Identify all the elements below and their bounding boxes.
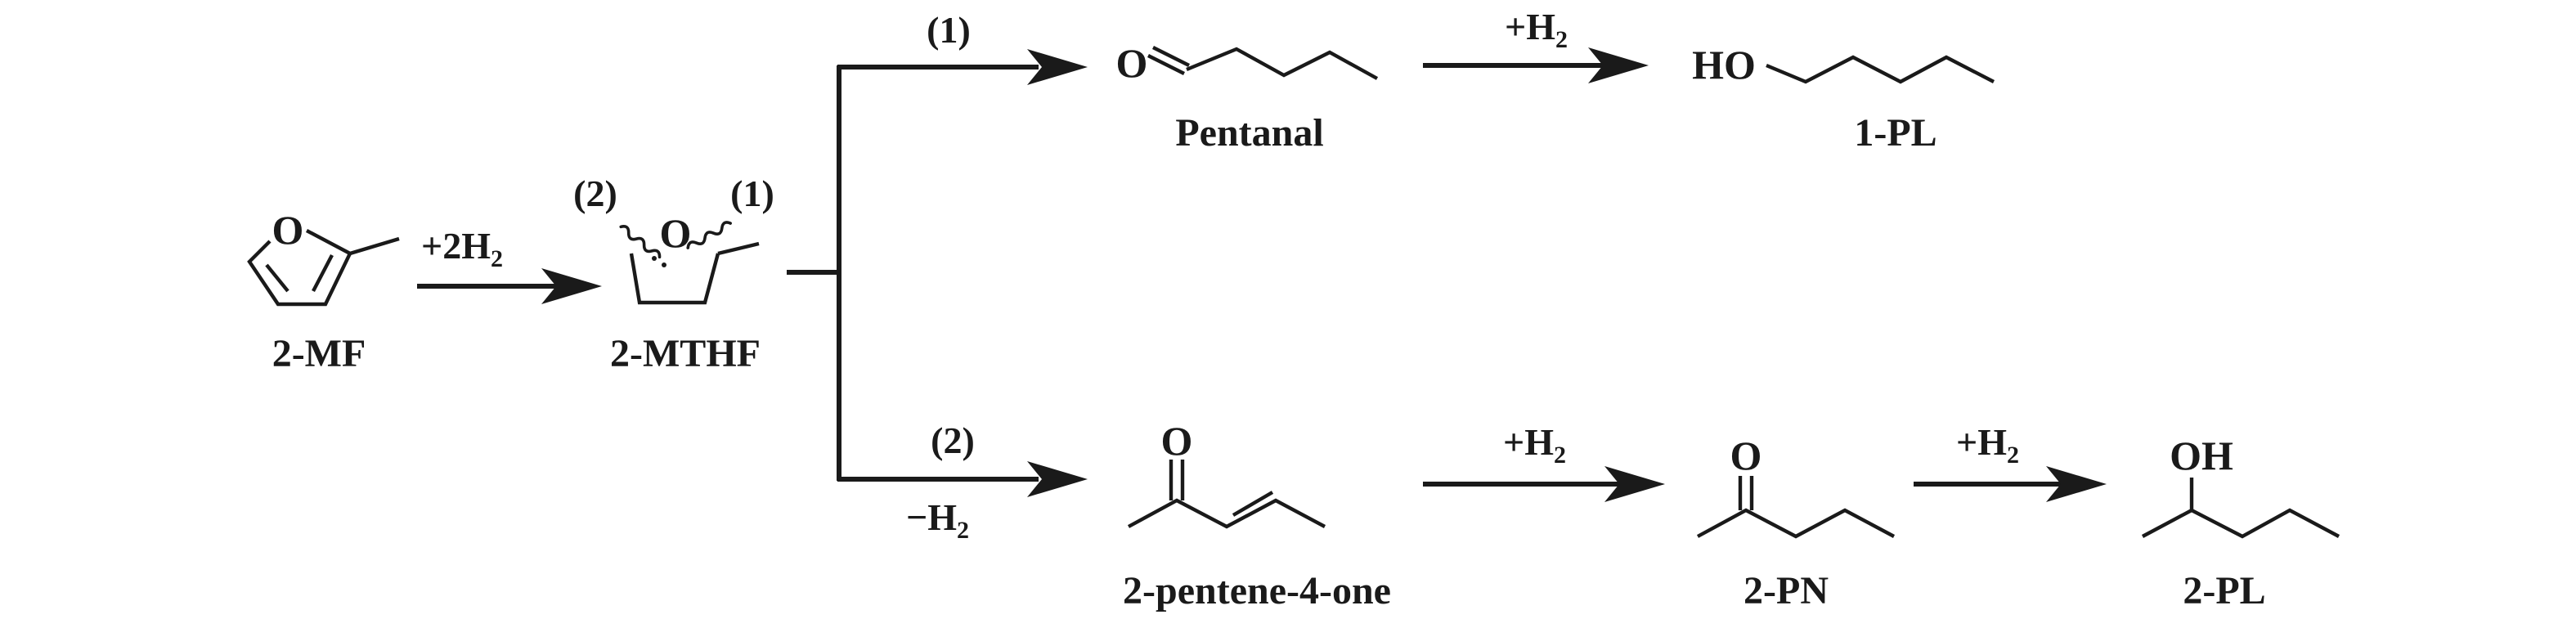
compound-label-2-mthf: 2-MTHF [610, 332, 761, 375]
molecule-2-mthf: O (2) (1) 2-MTHF [573, 173, 774, 375]
thf-methyl-bond [717, 241, 760, 256]
bond-cleavage-mark-1 [686, 221, 732, 249]
reagent-plus-2h2: +2H2 [421, 225, 503, 272]
pentenone-carbonyl-double-bond [1169, 460, 1185, 500]
cleavage-site-label-2: (2) [573, 173, 617, 214]
pentanal-chain [1186, 47, 1379, 80]
arrow-mf-to-mthf [417, 268, 602, 304]
2-pn-carbonyl-double-bond [1738, 476, 1754, 510]
molecule-pentanal: O Pentanal [1116, 40, 1379, 155]
1-pl-chain [1766, 55, 1995, 84]
compound-label-1-pl: 1-PL [1854, 111, 1936, 155]
2-pn-oxygen-label: O [1730, 433, 1762, 478]
2-pl-chain [2141, 508, 2340, 539]
thf-ring-bonds [629, 253, 720, 305]
pathway-label-2: (2) [931, 419, 975, 461]
pentenone-cc-double-bond [1232, 491, 1274, 517]
pentenone-oxygen-label: O [1161, 418, 1193, 464]
furan-inner-double-bonds [265, 253, 334, 293]
compound-label-2-pl: 2-PL [2183, 569, 2265, 612]
furan-ring-bonds [247, 229, 352, 307]
arrow-2pn-to-2pl [1914, 466, 2107, 502]
molecule-2-mf: O 2-MF [247, 207, 400, 375]
pentenone-chain [1127, 498, 1326, 529]
compound-label-2-pentene-4-one: 2-pentene-4-one [1123, 569, 1391, 612]
methyl-bond [349, 236, 400, 256]
molecule-2-pentene-4-one: O 2-pentene-4-one [1123, 418, 1391, 612]
cleavage-site-label-1: (1) [730, 173, 774, 214]
reagent-plus-h2-bottom-2: +H2 [1956, 421, 2019, 469]
thf-oxygen-label: O [660, 210, 692, 256]
reagent-plus-h2-top: +H2 [1505, 6, 1568, 53]
pentanal-oxygen-label: O [1116, 40, 1148, 86]
2-pn-chain [1696, 508, 1896, 539]
compound-label-2-mf: 2-MF [272, 332, 366, 375]
reagent-minus-h2: −H2 [906, 496, 969, 544]
1-pl-hydroxyl-label: HO [1692, 42, 1756, 87]
compound-label-pentanal: Pentanal [1175, 111, 1323, 155]
branch-connector [787, 49, 1088, 497]
pentanal-double-bond-co [1147, 46, 1190, 75]
reagent-plus-h2-bottom-1: +H2 [1503, 421, 1566, 469]
bond-cleavage-mark-2 [619, 225, 662, 259]
compound-label-2-pn: 2-PN [1744, 569, 1829, 612]
molecule-2-pn: O 2-PN [1696, 433, 1896, 612]
arrow-pentenone-to-2pn [1423, 466, 1665, 502]
pathway-label-1: (1) [927, 9, 971, 51]
molecule-2-pl: OH 2-PL [2141, 433, 2340, 612]
molecule-1-pl: HO 1-PL [1692, 42, 1995, 155]
furan-oxygen-label: O [272, 207, 304, 253]
2-pl-hydroxyl-label: OH [2170, 433, 2233, 478]
arrow-pentanal-to-1pl [1423, 47, 1649, 83]
